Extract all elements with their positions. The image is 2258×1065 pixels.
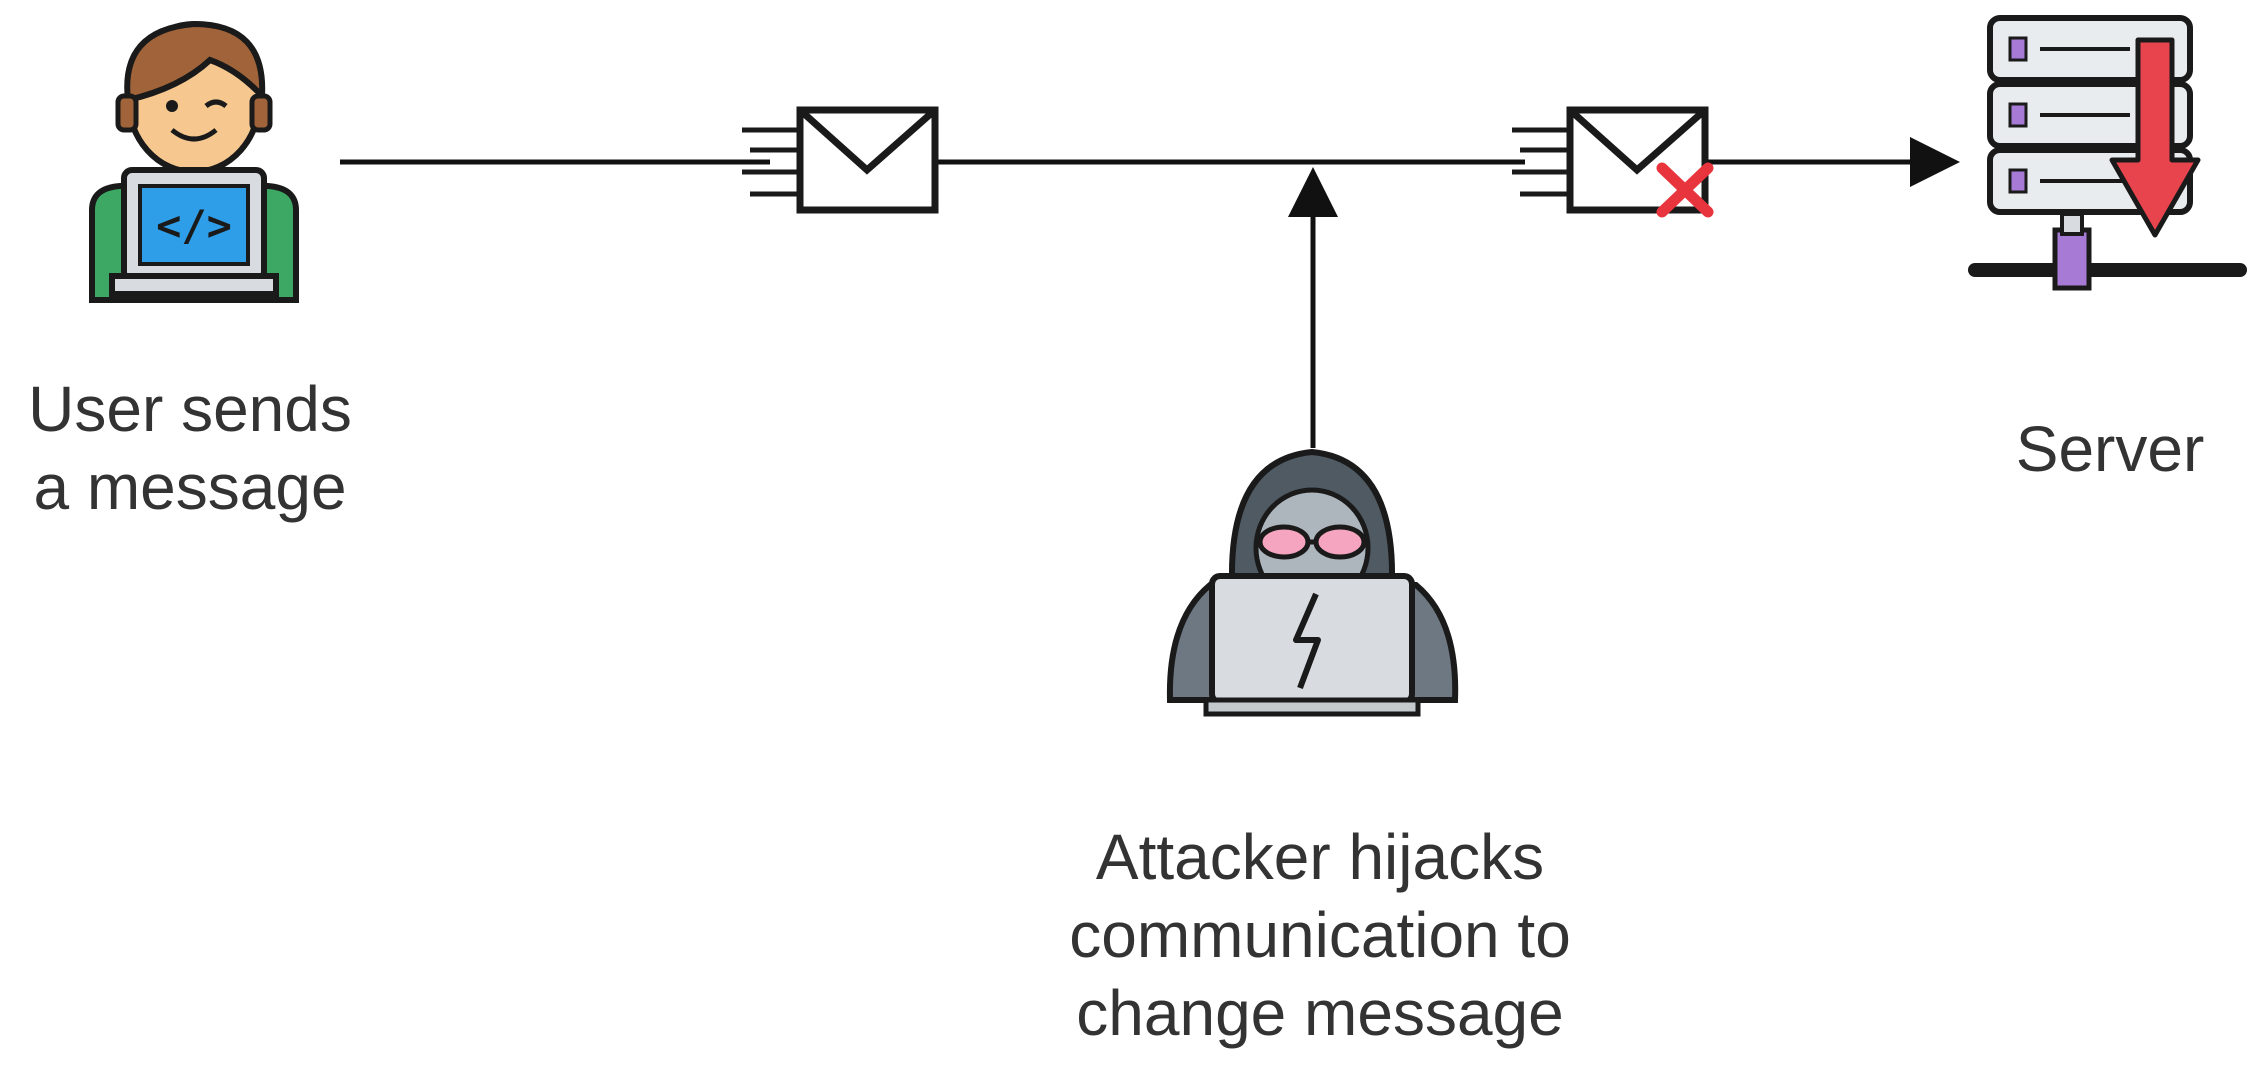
- envelope-icon: [742, 106, 939, 214]
- user-label-line-2: a message: [33, 451, 347, 524]
- envelope-with-error-icon: [1512, 106, 1714, 218]
- error-x-icon: [1656, 162, 1714, 218]
- hooded-hacker-icon: [1166, 448, 1459, 717]
- user-label: User sends a message: [0, 370, 380, 526]
- attacker-label-line-1: Attacker hijacks: [1095, 821, 1545, 893]
- server-download-icon: [1968, 15, 2247, 291]
- server-label: Server: [1960, 410, 2258, 488]
- server-label-line-1: Server: [2015, 413, 2205, 485]
- attacker-label-line-3: change message: [1076, 977, 1564, 1050]
- svg-text:</>: </>: [156, 201, 232, 250]
- user-label-line-1: User sends: [28, 373, 352, 445]
- attacker-label-line-2: communication to: [1069, 899, 1571, 972]
- attacker-label: Attacker hijacks communication to change…: [1000, 818, 1640, 1052]
- developer-user-icon: </>: [89, 20, 299, 303]
